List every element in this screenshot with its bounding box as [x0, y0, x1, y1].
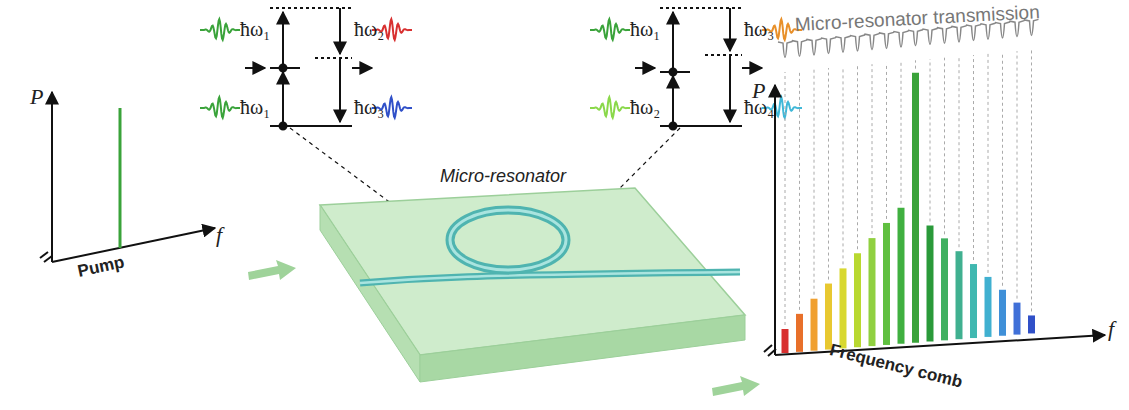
axis-label: Pump [76, 252, 126, 281]
axis-label: P [752, 78, 765, 104]
comb-line [1014, 303, 1021, 335]
guide-line [973, 55, 974, 260]
photon-energy: ħω₂ [630, 96, 660, 119]
comb-line [999, 290, 1006, 336]
comb-line [941, 238, 948, 340]
guide-line [915, 60, 916, 68]
comb-line [840, 268, 847, 348]
flow-arrow [712, 376, 760, 396]
wave-packet [590, 19, 630, 40]
axis-label: f [1108, 316, 1114, 342]
wave-packet [200, 19, 240, 40]
photon-energy: ħω₂ [354, 18, 384, 41]
guide-line [944, 58, 945, 235]
comb-line [796, 314, 803, 352]
photon-energy: ħω₃ [354, 96, 384, 119]
comb-line [970, 264, 977, 338]
comb-line [782, 329, 789, 353]
guide-line [872, 64, 873, 234]
comb-line [1028, 315, 1035, 333]
guide-line [886, 63, 887, 219]
comb-line [956, 251, 963, 339]
guide-line [857, 66, 858, 250]
guide-line [843, 67, 844, 265]
guide-line [785, 72, 786, 325]
pump-plot [40, 92, 215, 262]
guide-line [799, 71, 800, 310]
guide-line [901, 62, 902, 204]
guide-line [1002, 53, 1003, 286]
comb-line [985, 277, 992, 337]
guide-line [959, 56, 960, 247]
guide-line [1017, 51, 1018, 298]
chip-shape [300, 150, 770, 405]
comb-line [912, 73, 919, 343]
chip-label: Micro-resonator [440, 166, 566, 187]
guide-line [814, 69, 815, 294]
guide-line [930, 59, 931, 222]
comb-line [825, 284, 832, 350]
wave-packet [590, 97, 630, 118]
comb-line [854, 253, 861, 347]
photon-energy: ħω₁ [240, 18, 270, 41]
wave-packet [200, 97, 240, 118]
comb-line [898, 208, 905, 344]
guide-line [1031, 50, 1032, 312]
guide-line [988, 54, 989, 273]
comb-line [811, 299, 818, 351]
guide-line [828, 68, 829, 279]
chip: Micro-resonator [300, 150, 770, 405]
axis-label: P [30, 84, 43, 110]
photon-energy: ħω₃ [744, 18, 774, 41]
flow-arrow [248, 260, 296, 280]
comb-line [883, 223, 890, 345]
comb-plot [764, 85, 1105, 356]
axis-label: f [216, 222, 222, 248]
photon-energy: ħω₁ [630, 18, 660, 41]
comb-line [869, 238, 876, 346]
photon-energy: ħω₁ [240, 96, 270, 119]
comb-line [927, 226, 934, 342]
